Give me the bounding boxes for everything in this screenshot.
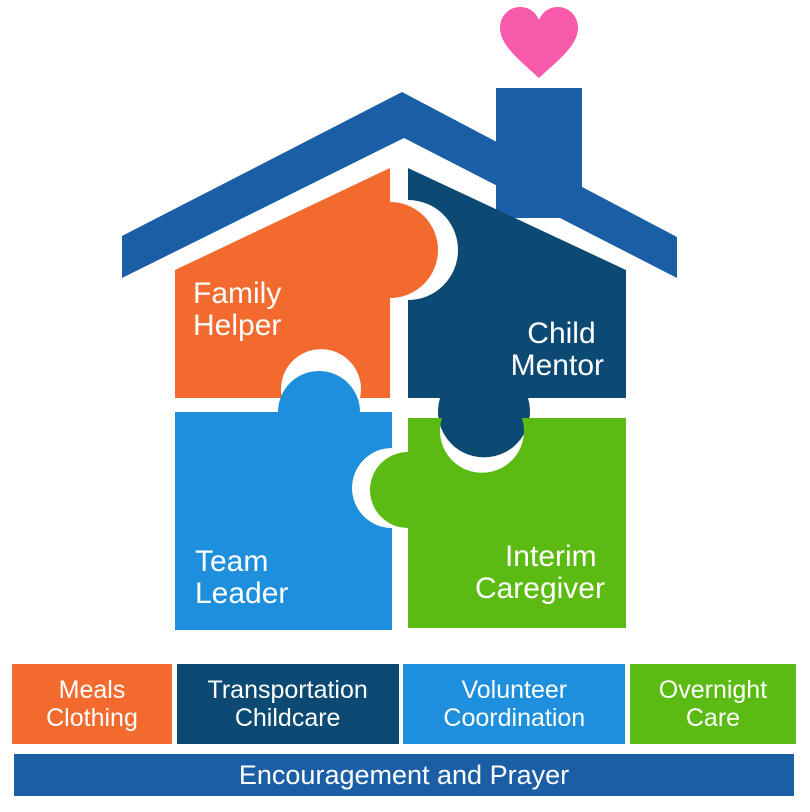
child-mentor-line1: Child — [527, 317, 595, 350]
service-volunteer-coordination: Volunteer Coordination — [403, 664, 626, 744]
service-line2: Clothing — [46, 704, 138, 732]
puzzle-piece-family-helper — [175, 168, 438, 398]
service-line1: Volunteer — [461, 676, 568, 704]
heart-icon — [500, 7, 578, 78]
puzzle-piece-team-leader — [175, 370, 392, 630]
foundation-label: Encouragement and Prayer — [238, 759, 570, 790]
foundation-bar: Encouragement and Prayer — [14, 754, 794, 796]
team-leader-line2: Leader — [195, 577, 288, 610]
service-line1: Meals — [58, 676, 126, 704]
family-helper-line1: Family — [193, 277, 281, 310]
family-helper-line2: Helper — [193, 309, 281, 342]
service-line1: Transportation — [207, 676, 368, 704]
service-transportation-childcare: Transportation Childcare — [176, 664, 399, 744]
team-leader-line1: Team — [195, 545, 268, 578]
service-line2: Coordination — [443, 704, 586, 732]
puzzle-piece-interim-caregiver — [370, 418, 626, 628]
interim-caregiver-line1: Interim — [505, 540, 597, 573]
service-line1: Overnight — [658, 676, 768, 704]
puzzle-piece-child-mentor — [408, 168, 626, 458]
service-line2: Care — [685, 704, 741, 732]
family-helper-label: Family Helper — [193, 277, 290, 342]
service-line2: Childcare — [234, 704, 341, 732]
team-leader-label: Team Leader — [195, 545, 288, 610]
service-meals-clothing: Meals Clothing — [12, 664, 172, 744]
child-mentor-label: Child Mentor — [511, 317, 604, 382]
interim-caregiver-line2: Caregiver — [475, 572, 605, 605]
child-mentor-line2: Mentor — [511, 349, 604, 382]
house-diagram: Family Helper Child Mentor Team Leader I… — [122, 7, 677, 630]
services-row: Meals Clothing Transportation Childcare … — [12, 664, 796, 744]
roof — [122, 92, 677, 278]
interim-caregiver-label: Interim Caregiver — [475, 540, 605, 605]
service-overnight-care: Overnight Care — [629, 664, 796, 744]
